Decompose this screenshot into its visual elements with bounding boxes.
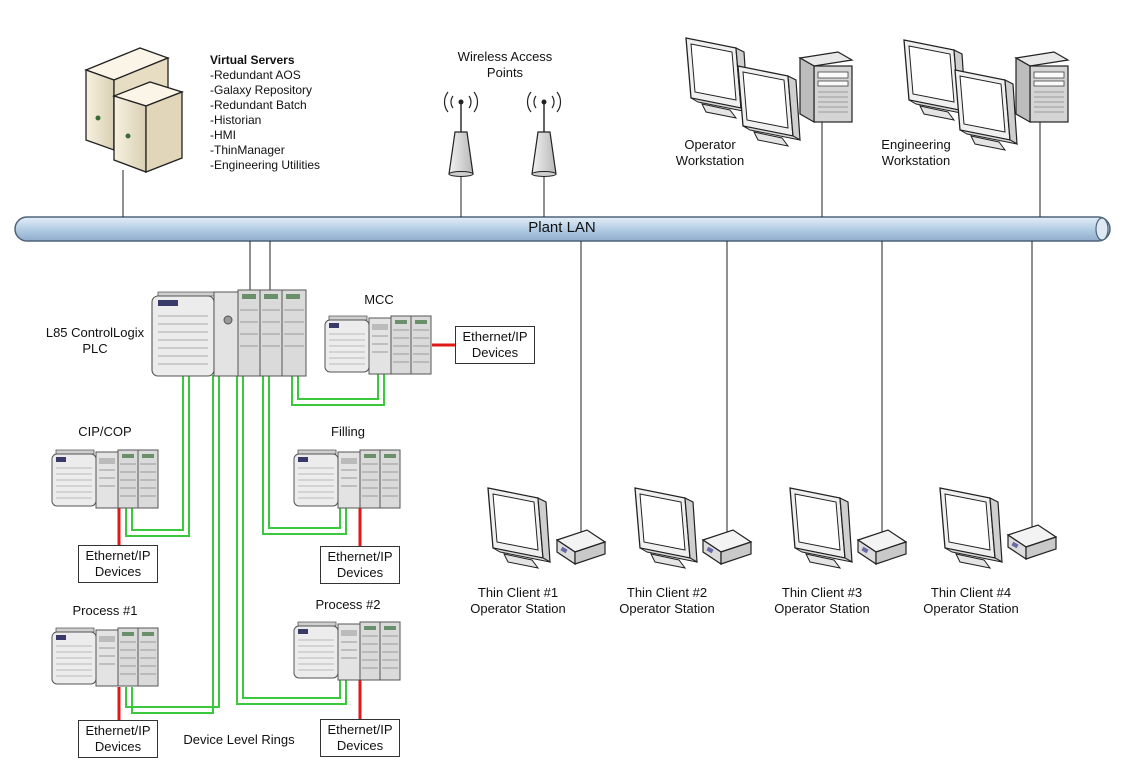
operator-ws-line1: Operator: [684, 137, 736, 152]
engineering-workstation-label: Engineering Workstation: [881, 137, 950, 169]
ethernet-ip-devices-box: Ethernet/IP Devices: [320, 546, 400, 584]
ethernet-ip-line1: Ethernet/IP: [85, 723, 151, 738]
thin-client-4-label: Thin Client #4 Operator Station: [923, 585, 1018, 617]
virtual-servers-title: Virtual Servers: [210, 53, 295, 67]
device-level-rings-label: Device Level Rings: [183, 732, 295, 747]
virtual-server-item: -Galaxy Repository: [210, 83, 313, 97]
device-level-ring-lines: [125, 372, 385, 714]
thin-client-2-label: Thin Client #2 Operator Station: [619, 585, 714, 617]
ethernet-ip-line1: Ethernet/IP: [327, 549, 393, 564]
ethernet-ip-line2: Devices: [336, 565, 384, 580]
virtual-server-item: -Redundant Batch: [210, 98, 307, 112]
process-2-rack: [293, 621, 401, 681]
wireless-label-line1: Wireless Access: [457, 49, 553, 64]
lan-drops: [122, 122, 1041, 540]
thin-client-role: Operator Station: [470, 601, 566, 616]
plc-label-line1: L85 ControlLogix: [45, 325, 145, 340]
cip-cop-rack: [51, 449, 159, 509]
ethernet-ip-line2: Devices: [336, 738, 384, 753]
thin-client-role: Operator Station: [619, 601, 715, 616]
mcc-label: MCC: [364, 292, 394, 307]
process-2-label: Process #2: [315, 597, 381, 612]
virtual-server-item: -Engineering Utilities: [210, 158, 321, 172]
ethernet-ip-devices-box: Ethernet/IP Devices: [78, 545, 158, 583]
ethernet-ip-devices-box: Ethernet/IP Devices: [455, 326, 535, 364]
thin-client-3-label: Thin Client #3 Operator Station: [774, 585, 869, 617]
virtual-server-item: -Historian: [210, 113, 262, 127]
ethernet-ip-line1: Ethernet/IP: [85, 548, 151, 563]
filling-label: Filling: [331, 424, 365, 439]
operator-ws-line2: Workstation: [675, 153, 745, 168]
plant-lan-bus: [14, 216, 1111, 242]
wireless-access-point-icon: [443, 91, 479, 177]
cip-cop-label: CIP/COP: [78, 424, 132, 439]
wireless-access-points-label: Wireless Access Points: [458, 49, 553, 81]
plc-chassis: [151, 289, 307, 377]
filling-rack: [293, 449, 401, 509]
operator-workstation-label: Operator Workstation: [676, 137, 744, 169]
ethernet-ip-line2: Devices: [94, 739, 142, 754]
thin-client-role: Operator Station: [923, 601, 1019, 616]
ethernet-ip-lines: [117, 343, 455, 722]
ethernet-ip-line1: Ethernet/IP: [327, 722, 393, 737]
ethernet-ip-devices-box: Ethernet/IP Devices: [320, 719, 400, 757]
engineering-ws-line1: Engineering: [881, 137, 951, 152]
process-1-label: Process #1: [72, 603, 138, 618]
thin-client-3-icon: [789, 487, 907, 569]
virtual-servers-label: Virtual Servers -Redundant AOS -Galaxy R…: [210, 52, 320, 173]
ethernet-ip-devices-box: Ethernet/IP Devices: [78, 720, 158, 758]
virtual-server-icon: [84, 47, 184, 173]
ethernet-ip-line1: Ethernet/IP: [462, 329, 528, 344]
thin-client-1-icon: [487, 487, 606, 569]
mcc-rack: [324, 315, 432, 375]
process-1-rack: [51, 627, 159, 687]
thin-client-name: Thin Client #3: [781, 585, 863, 600]
thin-client-name: Thin Client #1: [477, 585, 559, 600]
plc-label-line2: PLC: [82, 341, 108, 356]
thin-client-4-icon: [939, 487, 1057, 569]
thin-client-name: Thin Client #2: [626, 585, 708, 600]
virtual-server-item: -HMI: [210, 128, 236, 142]
thin-client-1-label: Thin Client #1 Operator Station: [470, 585, 565, 617]
operator-workstation-icon: [685, 37, 853, 147]
engineering-workstation-icon: [903, 39, 1069, 151]
virtual-server-item: -Redundant AOS: [210, 68, 301, 82]
thin-client-role: Operator Station: [774, 601, 870, 616]
virtual-server-item: -ThinManager: [210, 143, 285, 157]
engineering-ws-line2: Workstation: [881, 153, 951, 168]
plant-lan-label: Plant LAN: [528, 219, 596, 236]
plc-label: L85 ControlLogix PLC: [46, 325, 144, 357]
thin-client-name: Thin Client #4: [930, 585, 1012, 600]
ethernet-ip-line2: Devices: [471, 345, 519, 360]
thin-client-2-icon: [634, 487, 752, 569]
ethernet-ip-line2: Devices: [94, 564, 142, 579]
wireless-access-point-icon: [526, 91, 562, 177]
wireless-label-line2: Points: [486, 65, 524, 80]
